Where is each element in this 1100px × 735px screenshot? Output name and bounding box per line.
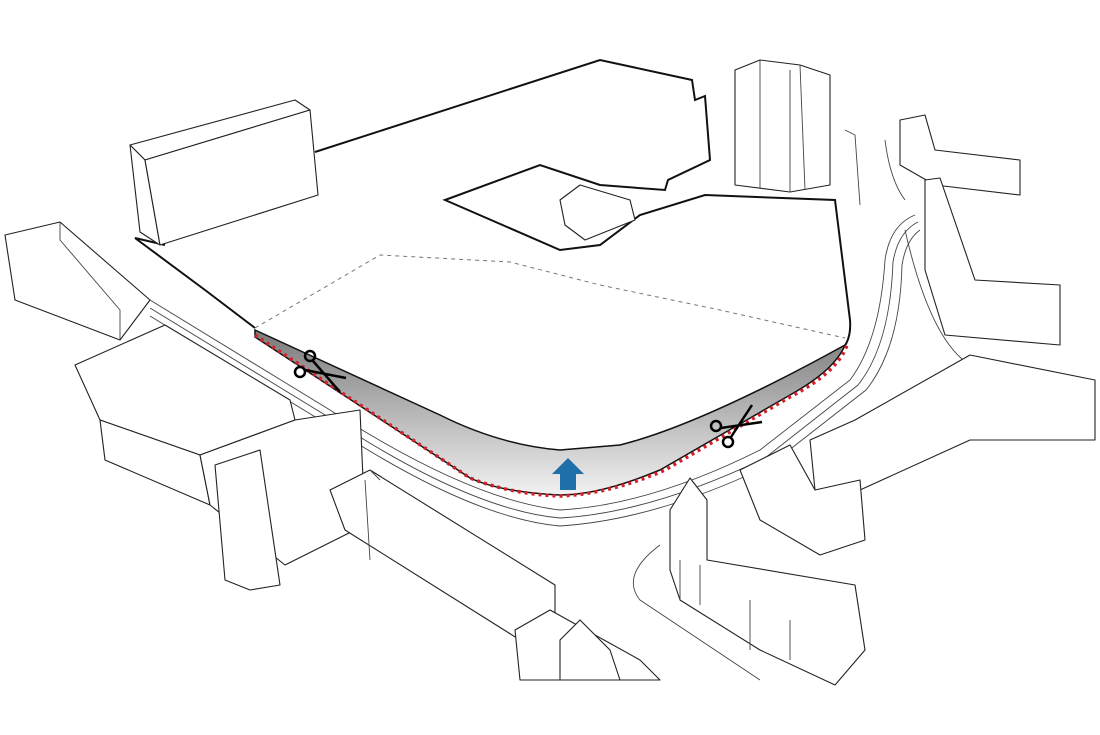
scissors-icon xyxy=(293,349,347,393)
cut-line xyxy=(254,333,849,498)
arrow-up-icon xyxy=(552,458,584,490)
dashed-line xyxy=(254,254,846,339)
buildings xyxy=(4,59,1096,686)
scissors-icon xyxy=(709,404,763,449)
road xyxy=(149,129,971,681)
